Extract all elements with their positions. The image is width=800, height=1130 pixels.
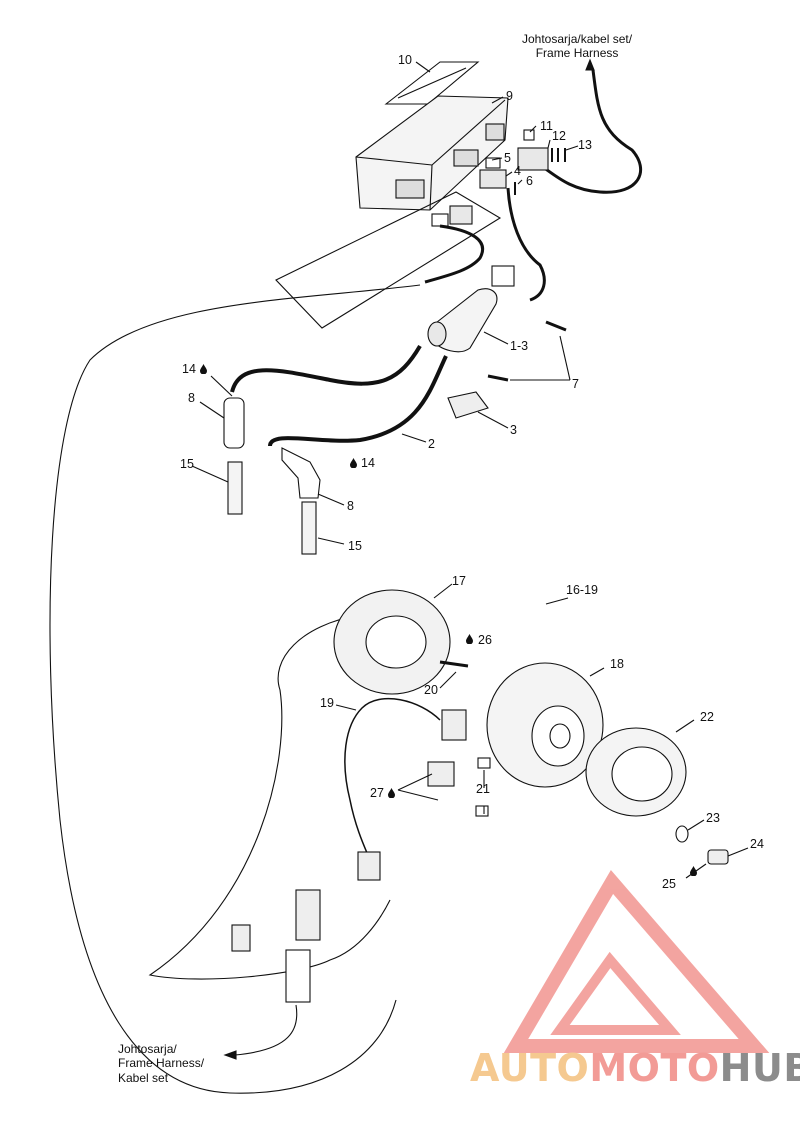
part-label-14b: 14 — [361, 456, 375, 470]
screw-21a — [477, 757, 491, 769]
part-label-24: 24 — [750, 837, 764, 851]
screw-20 — [439, 660, 469, 668]
part-label-26: 26 — [478, 633, 492, 647]
part-label-8a: 8 — [188, 391, 195, 405]
part-label-11: 11 — [540, 119, 553, 133]
connector-5 — [485, 157, 501, 169]
ht-lead-right — [268, 355, 448, 447]
decal-10 — [384, 61, 480, 105]
inset-wire — [424, 224, 484, 284]
part-label-23: 23 — [706, 811, 720, 825]
plug-cap-left — [223, 397, 245, 449]
part-label-7: 7 — [572, 377, 579, 391]
part-label-17: 17 — [452, 574, 466, 588]
part-label-5: 5 — [504, 151, 511, 165]
screw-7a — [545, 320, 567, 332]
connector-13 — [517, 147, 549, 171]
part-label-27: 27 — [370, 786, 384, 800]
connector-11 — [523, 129, 535, 141]
inset-panel — [275, 191, 502, 329]
part-label-22: 22 — [700, 710, 714, 724]
part-label-19: 19 — [320, 696, 334, 710]
part-label-12: 12 — [552, 129, 566, 143]
harness-loop-inner — [148, 614, 391, 980]
bracket-3 — [447, 391, 489, 419]
harness-note-top-line2: Frame Harness — [535, 46, 619, 61]
pickup-connector — [357, 851, 381, 881]
washer-23 — [675, 825, 689, 843]
harness-note-top: Johtosarja/kabel set/ Frame Harness — [522, 32, 632, 61]
harness-connector-b — [295, 889, 321, 941]
logo-part-a: AUTO — [470, 1046, 590, 1090]
sealant-drop-icon — [200, 364, 207, 374]
harness-note-bottom: Johtosarja/ Frame Harness/ Kabel set — [118, 1042, 204, 1085]
part-label-4: 4 — [514, 164, 521, 178]
logo-part-c: HUB — [719, 1046, 800, 1090]
part-label-10: 10 — [398, 53, 412, 67]
sealant-drop-icon — [388, 788, 395, 798]
part-label-20: 20 — [424, 683, 438, 697]
part-label-8b: 8 — [347, 499, 354, 513]
part-label-15a: 15 — [180, 457, 194, 471]
pickup-wire — [344, 697, 441, 861]
sealant-drop-icon — [690, 866, 697, 876]
screw-24 — [707, 849, 729, 865]
pickup-27 — [427, 761, 455, 787]
harness-connector-a — [231, 924, 251, 952]
part-label-1-3: 1-3 — [510, 339, 529, 353]
harness-connector-c — [285, 949, 311, 1003]
sealant-drop-icon — [350, 458, 357, 468]
spark-plug-right — [301, 501, 317, 555]
pickup-19 — [441, 709, 467, 741]
part-label-13: 13 — [578, 138, 592, 152]
cdi-box-9 — [355, 95, 509, 211]
logo-triangle — [503, 870, 770, 1053]
harness-note-top-line1: Johtosarja/kabel set/ — [522, 32, 633, 46]
sealant-drop-icon — [466, 634, 473, 644]
part-label-3: 3 — [510, 423, 517, 437]
coil-wire — [506, 187, 546, 302]
part-label-14a: 14 — [182, 362, 196, 376]
part-label-18: 18 — [610, 657, 624, 671]
plug-cap-right — [281, 447, 321, 499]
part-label-21: 21 — [476, 782, 490, 796]
harness-note-bottom-line3: Kabel set — [118, 1070, 169, 1085]
spark-plug-left — [227, 461, 243, 515]
part-label-15b: 15 — [348, 539, 362, 553]
harness-note-bottom-line2: Frame Harness/ — [118, 1056, 205, 1071]
logo-part-b: MOTO — [589, 1046, 720, 1090]
part-label-2: 2 — [428, 437, 435, 451]
part-label-25: 25 — [662, 877, 676, 891]
connector-4 — [479, 169, 507, 189]
harness-note-bottom-line1: Johtosarja/ — [118, 1042, 177, 1056]
part-label-6: 6 — [526, 174, 533, 188]
screw-7b — [487, 374, 509, 382]
frame-harness-wire — [539, 69, 643, 194]
screw-21b — [475, 805, 489, 817]
ht-lead-left — [230, 344, 422, 393]
bottom-harness-wire — [234, 1004, 298, 1056]
part-label-9: 9 — [506, 89, 513, 103]
part-label-16-19: 16-19 — [566, 583, 598, 597]
arrow-up-icon — [585, 58, 595, 71]
automotohub-logo: AUTOMOTOHUB — [470, 1046, 800, 1090]
harness-loop-outer — [49, 284, 421, 1094]
arrow-left-icon — [223, 1050, 237, 1060]
